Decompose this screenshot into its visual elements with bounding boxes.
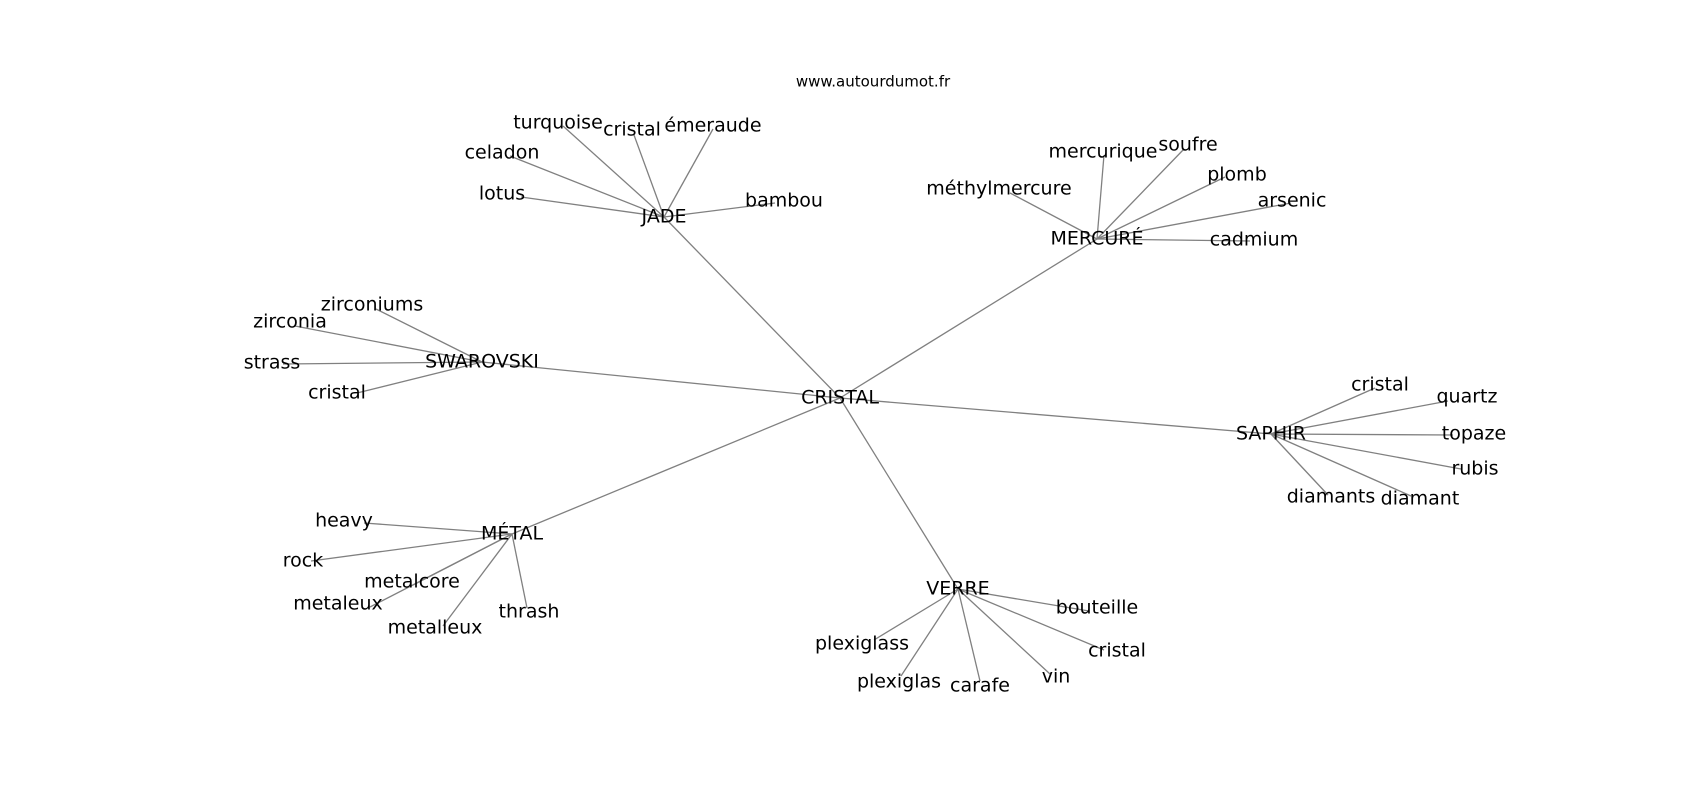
node-label-jade-cristal: cristal [603,119,661,141]
edge-jade-to-jade-turquoise [562,125,665,218]
edge-saphir-to-saphir-rubis [1270,433,1462,470]
node-label-saphir-cristal: cristal [1351,374,1409,396]
edge-metal-to-metal-metaleux [369,533,513,608]
node-label-saphir-topaze: topaze [1442,423,1506,445]
node-label-metal: MÉTAL [481,522,544,545]
node-label-verre-vin: vin [1042,666,1071,688]
edge-mercure-to-mercure-cadmium [1096,238,1251,242]
node-label-metal-metaleux: metaleux [293,593,383,615]
edge-swarovski-to-swarovski-zirconiums [375,308,483,363]
node-label-metal-thrash: thrash [499,601,560,623]
edge-metal-to-metal-heavy [363,522,513,535]
labels-layer: CRISTAL JADE MERCURÉ SWAROVSKI SAPHIR MÉTAL VE… [244,112,1507,697]
edge-swarovski-to-swarovski-strass [282,361,483,365]
edge-saphir-to-saphir-topaze [1270,433,1454,436]
node-label-verre-cristal: cristal [1088,640,1146,662]
edge-metal-to-metal-metalleux [442,533,513,627]
node-label-verre-bouteille: bouteille [1056,597,1138,619]
edge-saphir-to-saphir-quartz [1270,400,1449,435]
node-label-mercure-plomb: plomb [1207,164,1267,186]
edge-verre-to-verre-vin [957,588,1051,675]
node-label-mercure-soufre: soufre [1158,134,1217,156]
edge-mercure-to-mercure-mercurique [1096,154,1105,240]
node-label-metal-heavy: heavy [315,510,373,532]
edge-saphir-to-saphir-diamant [1270,433,1412,497]
node-label-cristal-center: CRISTAL [801,387,879,409]
edges-layer [282,125,1462,682]
node-label-metal-metalcore: metalcore [364,571,460,593]
node-label-swarovski-cristal: cristal [308,382,366,404]
node-label-mercure: MERCURÉ [1050,227,1143,250]
node-label-saphir-diamant: diamant [1381,488,1460,510]
edge-jade-to-jade-emeraude [663,128,714,218]
edge-saphir-to-saphir-diamants [1270,433,1329,496]
node-label-jade-turquoise: turquoise [513,112,603,134]
edge-cristal-center-to-jade [663,216,841,399]
edge-verre-to-verre-carafe [957,588,981,682]
node-label-jade-celadon: celadon [465,142,540,164]
edge-cristal-center-to-saphir [839,397,1272,435]
edge-jade-to-jade-bambou [663,202,776,218]
node-label-jade: JADE [641,206,687,228]
node-label-swarovski-zirconiums: zirconiums [321,294,424,316]
node-label-jade-emeraude: émeraude [664,115,761,137]
node-label-swarovski-strass: strass [244,352,301,374]
node-label-swarovski: SWAROVSKI [425,351,539,373]
edge-mercure-to-mercure-plomb [1096,176,1226,240]
node-label-verre-plexiglas: plexiglas [857,671,941,693]
node-label-verre-carafe: carafe [950,675,1010,697]
node-label-jade-bambou: bambou [745,190,823,212]
edge-saphir-to-saphir-cristal [1270,387,1376,435]
edge-cristal-center-to-metal [511,397,841,535]
node-label-swarovski-zirconia: zirconia [253,311,327,333]
edge-jade-to-jade-celadon [509,155,665,218]
edge-mercure-to-mercure-methylmercure [1009,192,1098,240]
edge-mercure-to-mercure-arsenic [1096,202,1292,240]
node-label-verre-plexiglass: plexiglass [815,633,909,655]
node-label-jade-lotus: lotus [479,183,525,205]
edge-jade-to-jade-cristal [633,134,665,218]
edge-jade-to-jade-lotus [520,196,665,218]
node-label-metal-rock: rock [283,550,323,572]
node-label-metal-metalleux: metalleux [388,617,483,639]
edge-verre-to-verre-plexiglass [873,588,959,641]
node-label-mercure-mercurique: mercurique [1049,141,1158,163]
node-label-mercure-arsenic: arsenic [1258,190,1327,212]
node-label-mercure-cadmium: cadmium [1210,229,1299,251]
edge-verre-to-verre-plexiglas [900,588,959,677]
edge-metal-to-metal-thrash [511,533,528,609]
node-label-saphir-quartz: quartz [1437,386,1498,408]
edge-swarovski-to-swarovski-cristal [356,361,483,394]
node-label-saphir-diamants: diamants [1287,486,1376,508]
node-label-saphir-rubis: rubis [1451,458,1498,480]
source-url-label: www.autourdumot.fr [796,73,951,91]
node-label-saphir: SAPHIR [1236,423,1306,445]
edge-cristal-center-to-verre [839,397,959,590]
node-label-mercure-methylmercure: méthylmercure [926,178,1071,200]
edge-metal-to-metal-rock [310,533,513,562]
edge-cristal-center-to-mercure [839,238,1098,399]
node-label-verre: VERRE [926,578,989,600]
edge-cristal-center-to-swarovski [481,361,841,399]
edge-mercure-to-mercure-soufre [1096,148,1185,240]
edge-verre-to-verre-cristal [957,588,1105,651]
edge-swarovski-to-swarovski-zirconia [294,325,483,363]
edge-verre-to-verre-bouteille [957,588,1090,612]
